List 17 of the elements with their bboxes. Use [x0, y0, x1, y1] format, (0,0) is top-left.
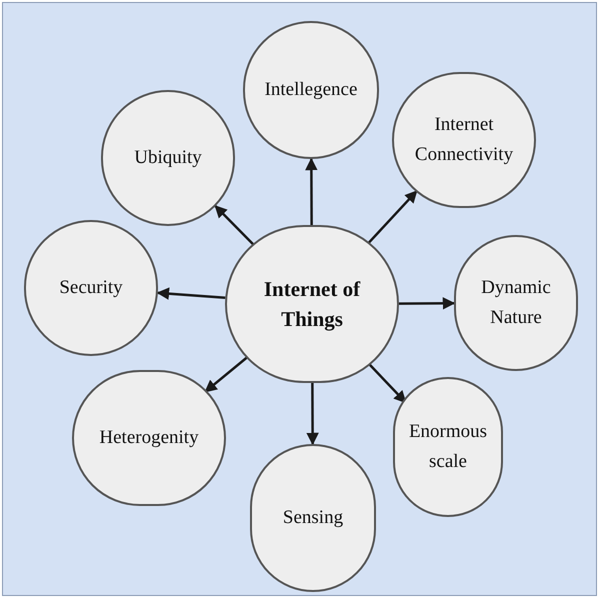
node-label: Sensing [282, 506, 344, 530]
arrow [368, 362, 406, 404]
arrow [204, 356, 248, 393]
arrow [305, 158, 318, 225]
arrow [399, 297, 456, 310]
arrow [214, 205, 255, 246]
central-label: Internet of Things [262, 276, 362, 333]
node-label: Heterogenity [99, 426, 199, 450]
node-label: Internet Connectivity [414, 113, 514, 167]
node-label: Ubiquity [134, 146, 202, 170]
arrow [156, 287, 226, 300]
arrow [306, 383, 319, 446]
node-label: Dynamic Nature [480, 276, 552, 330]
node-label: Enormous scale [408, 420, 488, 474]
node-label: Security [59, 276, 123, 300]
arrow [367, 190, 418, 244]
node-label: Intellegence [264, 78, 358, 102]
